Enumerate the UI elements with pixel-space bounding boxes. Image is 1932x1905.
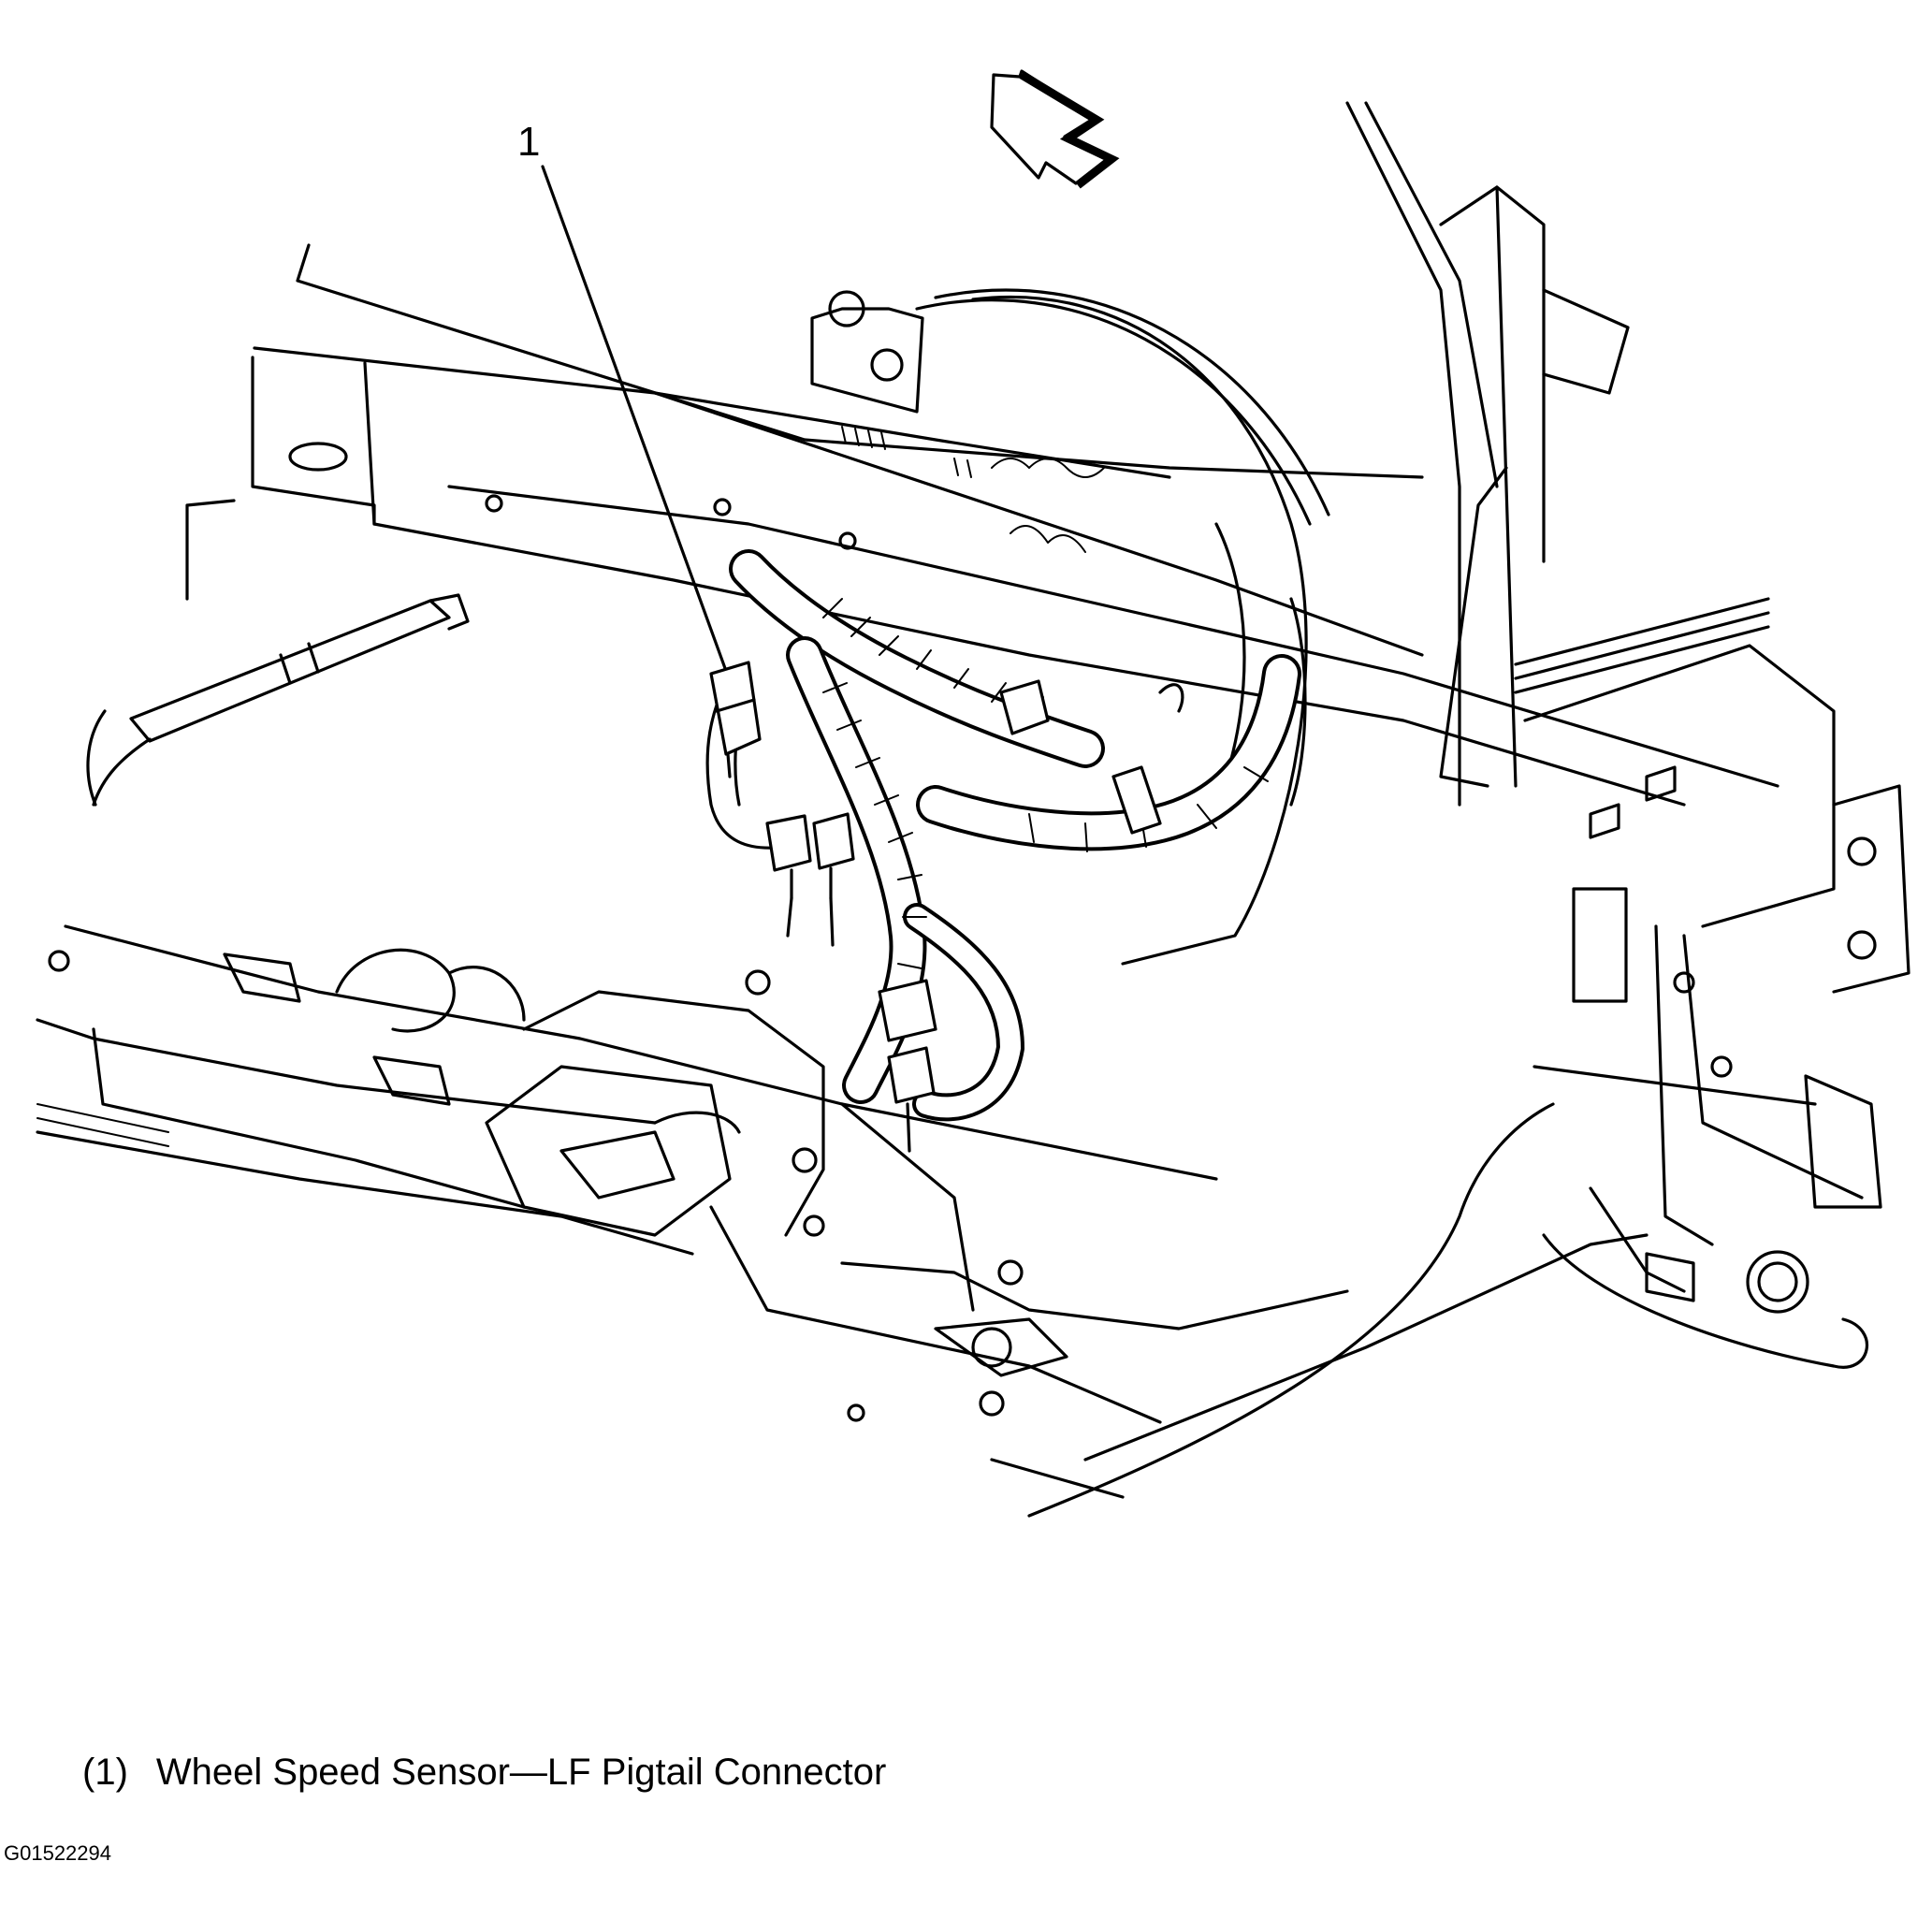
svg-text:1: 1 <box>517 119 540 165</box>
vertical-strut <box>1345 101 1546 807</box>
figure-id: G01522294 <box>4 1841 111 1865</box>
rear-frame-section <box>1514 288 1910 1369</box>
forward-arrow-icon <box>990 69 1120 189</box>
upper-frame-rail <box>251 243 1779 807</box>
legend: (1) Wheel Speed Sensor—LF Pigtail Connect… <box>82 1752 886 1794</box>
legend-number: (1) <box>82 1752 128 1793</box>
pigtail-connector <box>709 661 1050 778</box>
tie-rod <box>86 499 470 807</box>
lower-subframe <box>36 924 1649 1518</box>
legend-label: Wheel Speed Sensor—LF Pigtail Connector <box>155 1752 887 1793</box>
wheel-backing-plate <box>915 288 1330 966</box>
wiring-harness <box>705 549 1301 1122</box>
mounting-bracket <box>810 290 924 414</box>
callout-1: 1 <box>517 119 732 683</box>
harness-connectors <box>765 683 1184 1153</box>
